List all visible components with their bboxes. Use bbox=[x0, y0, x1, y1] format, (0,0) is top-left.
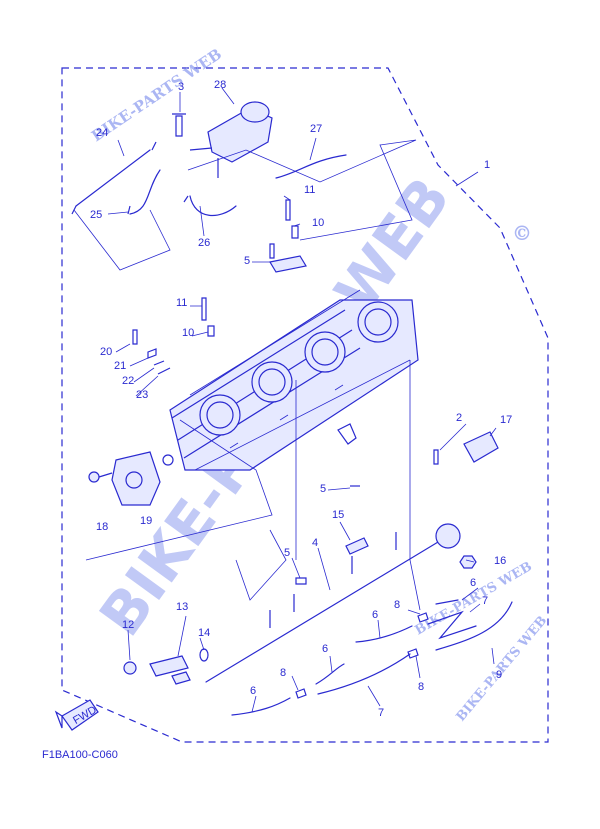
hose-9 bbox=[435, 601, 513, 651]
clamp-8-a bbox=[295, 688, 307, 699]
callout-18: 18 bbox=[96, 521, 108, 533]
pressure-sensor-17 bbox=[463, 431, 499, 463]
callout-1: 1 bbox=[484, 159, 490, 171]
throttle-bore-3 bbox=[304, 331, 346, 373]
group-outline-rail bbox=[235, 380, 297, 601]
callout-26: 26 bbox=[198, 237, 210, 249]
bolt-3 bbox=[172, 113, 186, 137]
callout-21: 21 bbox=[114, 360, 126, 372]
air-cut-valve bbox=[189, 101, 273, 178]
grommet-12 bbox=[123, 661, 137, 675]
callout-6b: 6 bbox=[372, 609, 378, 621]
fuel-rail bbox=[205, 535, 449, 683]
callout-9: 9 bbox=[496, 669, 502, 681]
throttle-bore-2 bbox=[251, 361, 293, 403]
callout-14: 14 bbox=[198, 627, 210, 639]
callout-19: 19 bbox=[140, 515, 152, 527]
diagram-code: F1BA100-C060 bbox=[42, 749, 118, 761]
callout-8a: 8 bbox=[394, 599, 400, 611]
callout-20: 20 bbox=[100, 346, 112, 358]
nut-16 bbox=[459, 555, 477, 569]
callout-23: 23 bbox=[136, 389, 148, 401]
callout-5b: 5 bbox=[320, 483, 326, 495]
fwd-arrow-icon: FWD bbox=[54, 699, 99, 731]
watermark-copyright: © bbox=[512, 221, 532, 245]
o-ring-14 bbox=[199, 648, 209, 662]
spring-21 bbox=[147, 348, 157, 359]
hose-27 bbox=[275, 154, 347, 179]
sensor-15 bbox=[345, 537, 369, 555]
callout-6d: 6 bbox=[250, 685, 256, 697]
group-outline-sensor bbox=[85, 360, 421, 611]
callout-25: 25 bbox=[90, 209, 102, 221]
callout-16: 16 bbox=[494, 555, 506, 567]
clamp-8-b bbox=[407, 648, 419, 659]
leader-lines bbox=[107, 87, 497, 713]
callout-22: 22 bbox=[122, 375, 134, 387]
callout-6a: 6 bbox=[470, 577, 476, 589]
callout-7b: 7 bbox=[378, 707, 384, 719]
callout-8c: 8 bbox=[418, 681, 424, 693]
callout-5a: 5 bbox=[244, 255, 250, 267]
svg-text:FWD: FWD bbox=[71, 704, 99, 727]
callout-28: 28 bbox=[214, 79, 226, 91]
callout-27: 27 bbox=[310, 123, 322, 135]
hose-6-a bbox=[231, 697, 291, 716]
callout-17: 17 bbox=[500, 414, 512, 426]
spring-10-mid bbox=[207, 325, 215, 337]
callout-15: 15 bbox=[332, 509, 344, 521]
hose-24 bbox=[75, 149, 151, 207]
hose-7-b bbox=[427, 610, 477, 640]
pin-22 bbox=[153, 360, 165, 366]
hose-7-a bbox=[317, 653, 411, 695]
bracket-5-top bbox=[269, 255, 307, 273]
bolt-11-mid bbox=[201, 297, 207, 321]
callout-11b: 11 bbox=[176, 297, 187, 309]
callout-4: 4 bbox=[312, 537, 318, 549]
watermark-top: BIKE-PARTS WEB bbox=[88, 45, 225, 145]
pin-23 bbox=[157, 367, 171, 375]
screw-5-low bbox=[295, 577, 307, 585]
throttle-body-assembly bbox=[169, 289, 419, 471]
callout-5c: 5 bbox=[284, 547, 290, 559]
callout-12: 12 bbox=[122, 619, 134, 631]
bolt-20 bbox=[132, 329, 138, 345]
clamp-8-c bbox=[417, 612, 429, 623]
callout-7a: 7 bbox=[482, 595, 488, 607]
callout-3: 3 bbox=[178, 81, 184, 93]
screw-18 bbox=[88, 471, 113, 483]
hose-6-c bbox=[355, 625, 413, 643]
hose-25 bbox=[129, 169, 161, 215]
callout-labels: 1 2 3 4 5 5 5 6 6 6 6 7 7 8 8 8 9 10 10 … bbox=[90, 79, 512, 719]
throttle-bore-1 bbox=[199, 394, 241, 436]
callout-11a: 11 bbox=[304, 184, 315, 196]
callout-13: 13 bbox=[176, 601, 188, 613]
hose-26 bbox=[189, 195, 237, 217]
throttle-bore-4 bbox=[357, 301, 399, 343]
screw-2 bbox=[433, 449, 439, 465]
fuel-injector bbox=[149, 655, 191, 685]
bolt-11-top bbox=[285, 199, 291, 221]
callout-6c: 6 bbox=[322, 643, 328, 655]
spring-10-top bbox=[291, 225, 299, 239]
hose-6-b bbox=[315, 663, 345, 685]
callout-10b: 10 bbox=[182, 327, 194, 339]
callout-8b: 8 bbox=[280, 667, 286, 679]
callout-24: 24 bbox=[96, 127, 108, 139]
screw-5-top bbox=[269, 243, 275, 259]
group-outline-hoses bbox=[73, 139, 417, 271]
callout-2: 2 bbox=[456, 412, 462, 424]
assembly-frame bbox=[61, 67, 549, 743]
hose-6-d bbox=[435, 599, 459, 605]
throttle-position-sensor bbox=[111, 451, 174, 506]
callout-10a: 10 bbox=[312, 217, 324, 229]
